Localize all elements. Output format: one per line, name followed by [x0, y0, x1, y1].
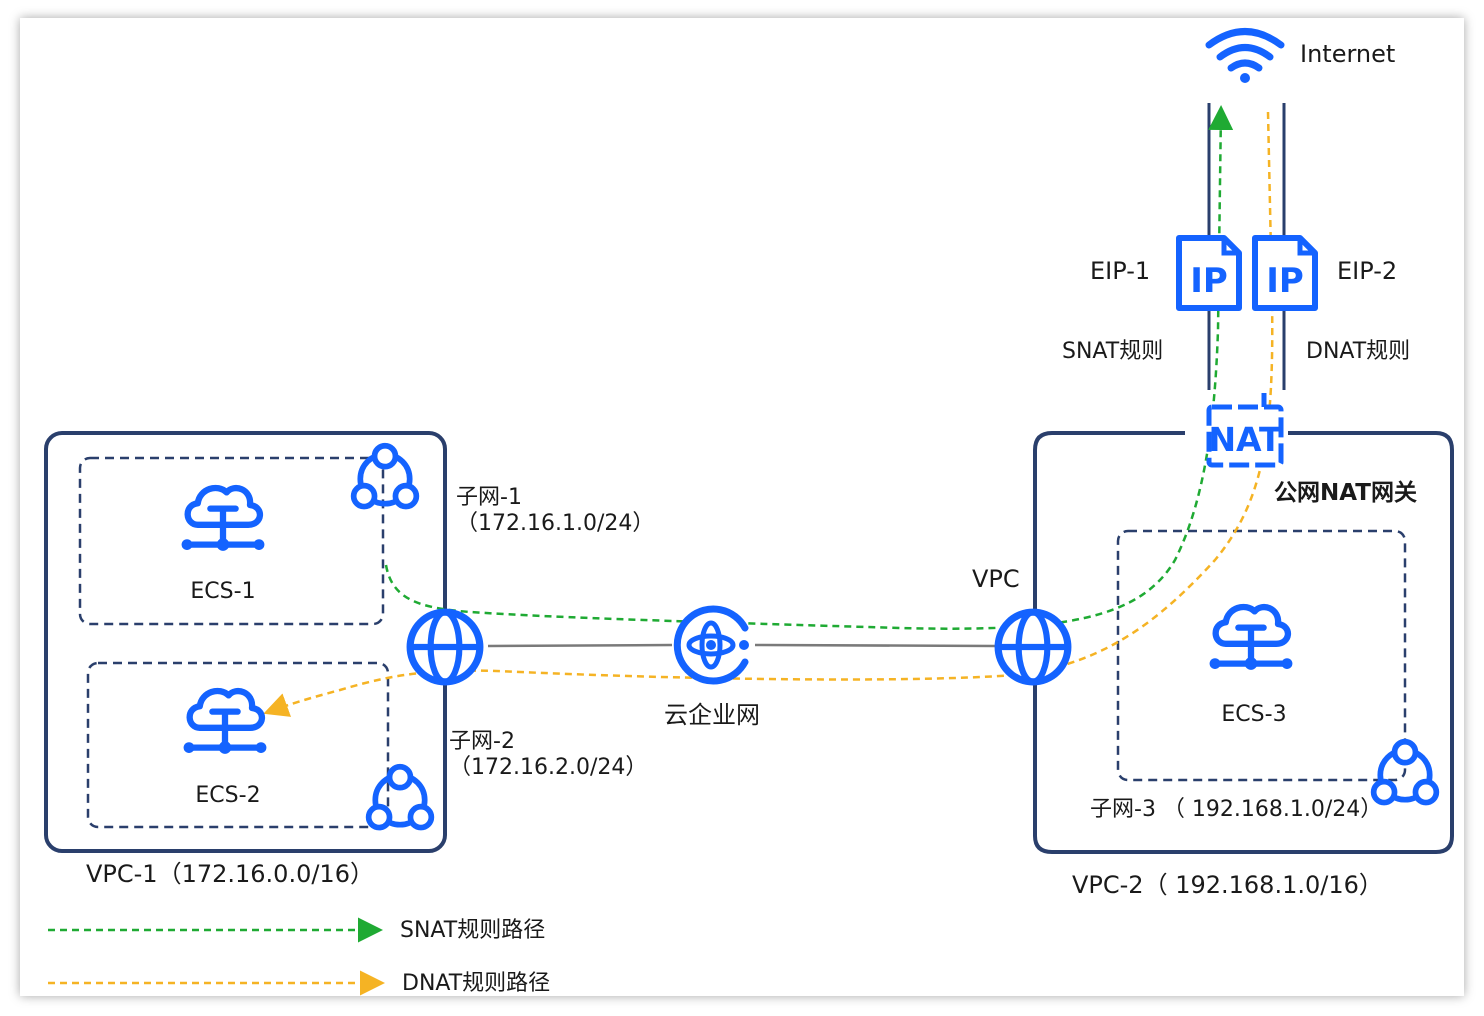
cen-label: 云企业网 [664, 701, 760, 729]
eip1-label: EIP-1 [1090, 257, 1150, 285]
cen-icon [673, 605, 749, 685]
vpc2-container [1033, 431, 1454, 854]
dnat-rule-label: DNAT规则 [1306, 339, 1410, 364]
ecs3-label: ECS-3 [1221, 702, 1286, 727]
subnet3-label: 子网-3 （ 192.168.1.0/24） [1090, 797, 1382, 822]
eip1-glyph: IP [1190, 261, 1228, 301]
diagram-frame [20, 18, 1464, 996]
subnet1-name: 子网-1 [456, 485, 522, 510]
ecs3-icon [1210, 607, 1293, 670]
vpc1-router-globe-icon [410, 612, 480, 682]
subnet1-cidr: （172.16.1.0/24） [456, 511, 654, 536]
subnet2-cidr: （172.16.2.0/24） [449, 755, 647, 780]
legend-dnat-label: DNAT规则路径 [402, 971, 550, 996]
eip2-glyph: IP [1266, 261, 1304, 301]
subnet1-box [78, 456, 385, 626]
internet-label: Internet [1300, 40, 1395, 68]
snat-path [384, 105, 1234, 630]
legend-snat-label: SNAT规则路径 [400, 918, 545, 943]
subnet1-icon [354, 446, 417, 507]
link-vpc1-cen [487, 643, 673, 648]
nat-gateway-icon: NAT [1206, 393, 1284, 468]
ecs2-label: ECS-2 [195, 783, 260, 808]
wifi-icon [1205, 28, 1285, 83]
vpc2-label: VPC-2（ 192.168.1.0/16） [1072, 871, 1383, 899]
subnet3-box [1116, 529, 1407, 782]
ip-file-icon-eip2: IP [1255, 238, 1315, 308]
snat-rule-label: SNAT规则 [1062, 339, 1163, 364]
ip-file-icon-eip1: IP [1179, 238, 1239, 308]
nat-glyph: NAT [1208, 420, 1282, 459]
ecs1-icon [182, 488, 265, 551]
subnet2-box [86, 661, 390, 829]
eip2-label: EIP-2 [1337, 257, 1397, 285]
dnat-path [263, 111, 1274, 717]
vpc1-label: VPC-1（172.16.0.0/16） [86, 860, 374, 888]
subnet2-name: 子网-2 [449, 729, 515, 754]
link-cen-vpc2 [754, 643, 996, 648]
ecs1-label: ECS-1 [190, 579, 255, 604]
nat-gateway-label: 公网NAT网关 [1274, 479, 1417, 506]
ecs2-icon [184, 691, 267, 754]
subnet2-icon [369, 767, 432, 828]
vpc2-router-globe-icon [998, 612, 1068, 682]
vpc2-router-label: VPC [972, 565, 1020, 593]
